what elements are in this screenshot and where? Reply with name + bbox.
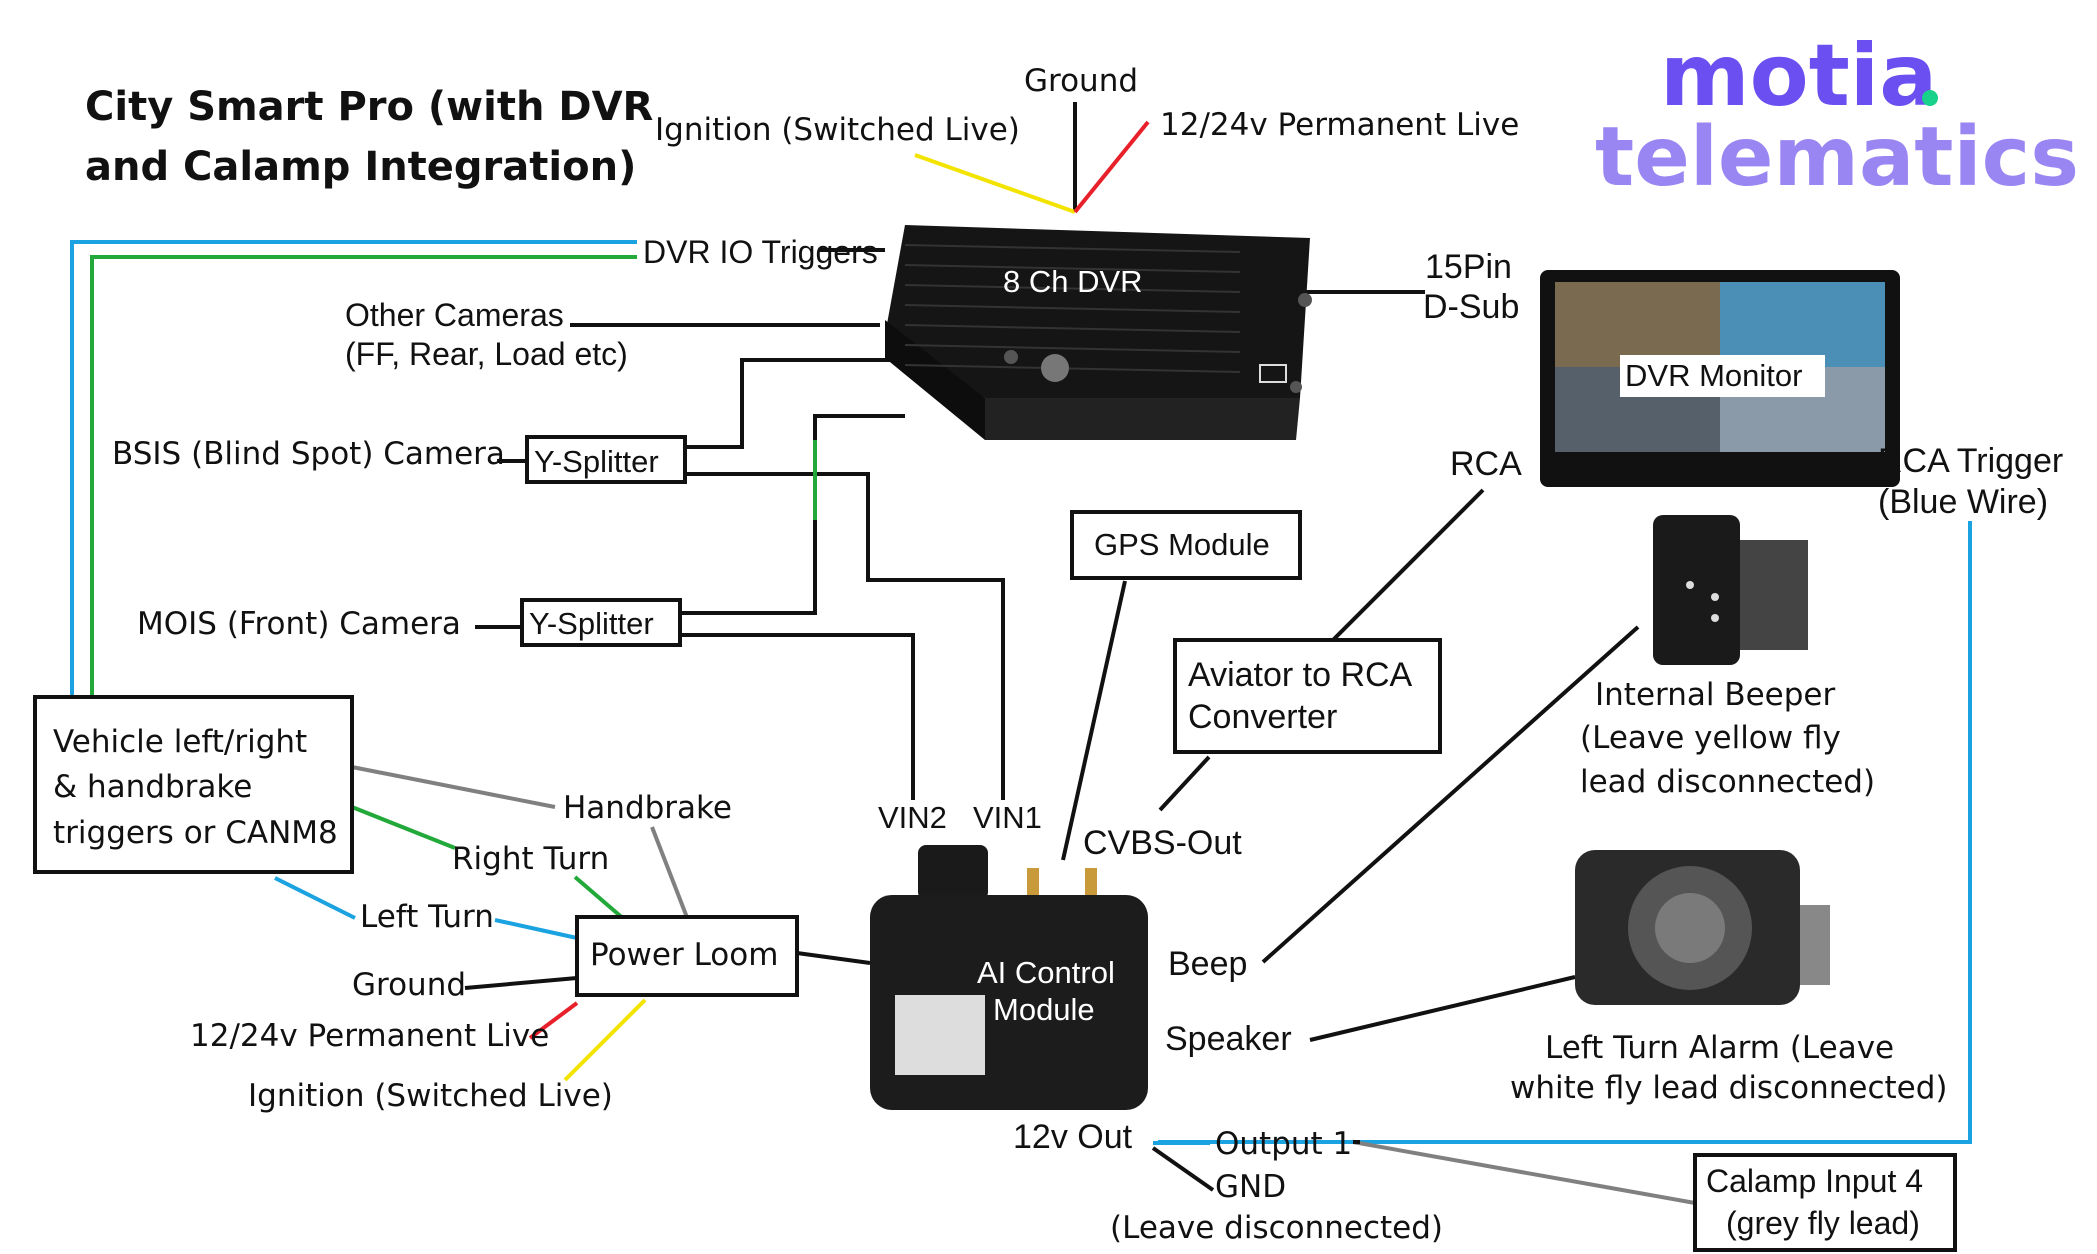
vehicle-triggers-line2: & handbrake bbox=[53, 769, 252, 805]
dsub-label-1: 15Pin bbox=[1425, 248, 1512, 286]
gps-module-box bbox=[1070, 510, 1302, 580]
loom-handbrake-label: Handbrake bbox=[563, 790, 732, 826]
beeper-label-1: Internal Beeper bbox=[1595, 677, 1835, 713]
mois-camera-label: MOIS (Front) Camera bbox=[137, 606, 461, 642]
converter-box bbox=[1173, 638, 1442, 754]
beeper-label-3: lead disconnected) bbox=[1580, 764, 1875, 800]
dvr-ground-label: Ground bbox=[1024, 63, 1138, 99]
bsis-splitter-box bbox=[525, 435, 687, 484]
power-loom-box bbox=[575, 915, 799, 997]
wires bbox=[70, 102, 1972, 1205]
vehicle-triggers-line3: triggers or CANM8 bbox=[53, 815, 338, 851]
alarm-label-1: Left Turn Alarm (Leave bbox=[1545, 1030, 1894, 1066]
loom-permanent-label: 12/24v Permanent Live bbox=[190, 1018, 549, 1054]
ai-module-label-1: AI Control bbox=[977, 955, 1115, 990]
beep-label: Beep bbox=[1168, 945, 1247, 983]
rca-trigger-label: RCA Trigger bbox=[1878, 442, 2063, 480]
mois-splitter-label: Y-Splitter bbox=[529, 606, 654, 641]
gps-module-label: GPS Module bbox=[1094, 527, 1270, 562]
ai-module-label-2: Module bbox=[993, 992, 1095, 1027]
beeper-label-2: (Leave yellow fly bbox=[1580, 720, 1841, 756]
bsis-splitter-label: Y-Splitter bbox=[534, 444, 659, 479]
loom-left-turn-label: Left Turn bbox=[360, 899, 494, 935]
brand-subname: telematics bbox=[1595, 110, 2079, 205]
brand-logo: motia telematics bbox=[1595, 26, 2079, 205]
brand-name: motia bbox=[1660, 26, 1937, 126]
vehicle-triggers-box bbox=[33, 695, 354, 874]
speaker-label: Speaker bbox=[1165, 1020, 1292, 1058]
mois-splitter-box bbox=[520, 598, 682, 647]
dvr-monitor: DVR Monitor bbox=[1540, 270, 1900, 487]
loom-right-turn-label: Right Turn bbox=[452, 841, 609, 877]
vin2-label: VIN2 bbox=[878, 800, 947, 835]
left-turn-alarm bbox=[1575, 850, 1830, 1005]
alarm-label-2: white fly lead disconnected) bbox=[1510, 1070, 1948, 1106]
other-cameras-label: Other Cameras bbox=[345, 297, 564, 333]
monitor-label: DVR Monitor bbox=[1625, 358, 1802, 393]
vehicle-triggers-line1: Vehicle left/right bbox=[53, 724, 307, 760]
bsis-camera-label: BSIS (Blind Spot) Camera bbox=[112, 436, 505, 472]
vin1-label: VIN1 bbox=[973, 800, 1042, 835]
brand-dot bbox=[1922, 90, 1938, 106]
power-loom-label: Power Loom bbox=[590, 937, 778, 973]
cvbs-out-label: CVBS-Out bbox=[1083, 824, 1242, 862]
out12v-label: 12v Out bbox=[1013, 1118, 1133, 1156]
calamp-label-1: Calamp Input 4 bbox=[1706, 1163, 1923, 1199]
gnd-label: GND bbox=[1215, 1169, 1286, 1205]
loom-ignition-label: Ignition (Switched Live) bbox=[248, 1078, 613, 1114]
calamp-input-box bbox=[1693, 1153, 1957, 1252]
gnd-note-label: (Leave disconnected) bbox=[1110, 1210, 1443, 1246]
loom-ground-label: Ground bbox=[352, 967, 466, 1003]
diagram-title-line1: City Smart Pro (with DVR bbox=[85, 84, 653, 130]
calamp-label-2: (grey fly lead) bbox=[1726, 1205, 1920, 1241]
dvr-io-triggers-label: DVR IO Triggers bbox=[643, 234, 878, 270]
dvr-unit: 8 Ch DVR bbox=[885, 225, 1312, 440]
dvr-ignition-label: Ignition (Switched Live) bbox=[655, 112, 1020, 148]
output1-label: Output 1 bbox=[1215, 1126, 1352, 1162]
rca-label: RCA bbox=[1450, 445, 1522, 483]
ai-control-module: AI Control Module bbox=[870, 845, 1148, 1110]
diagram-title-line2: and Calamp Integration) bbox=[85, 144, 636, 190]
converter-label-1: Aviator to RCA bbox=[1188, 656, 1413, 694]
dvr-label: 8 Ch DVR bbox=[1003, 264, 1143, 299]
rca-trigger-sublabel: (Blue Wire) bbox=[1878, 483, 2048, 521]
converter-label-2: Converter bbox=[1188, 698, 1337, 736]
dvr-permanent-label: 12/24v Permanent Live bbox=[1160, 107, 1519, 143]
dsub-label-2: D-Sub bbox=[1423, 288, 1519, 326]
internal-beeper bbox=[1653, 515, 1808, 665]
other-cameras-sublabel: (FF, Rear, Load etc) bbox=[345, 336, 628, 372]
